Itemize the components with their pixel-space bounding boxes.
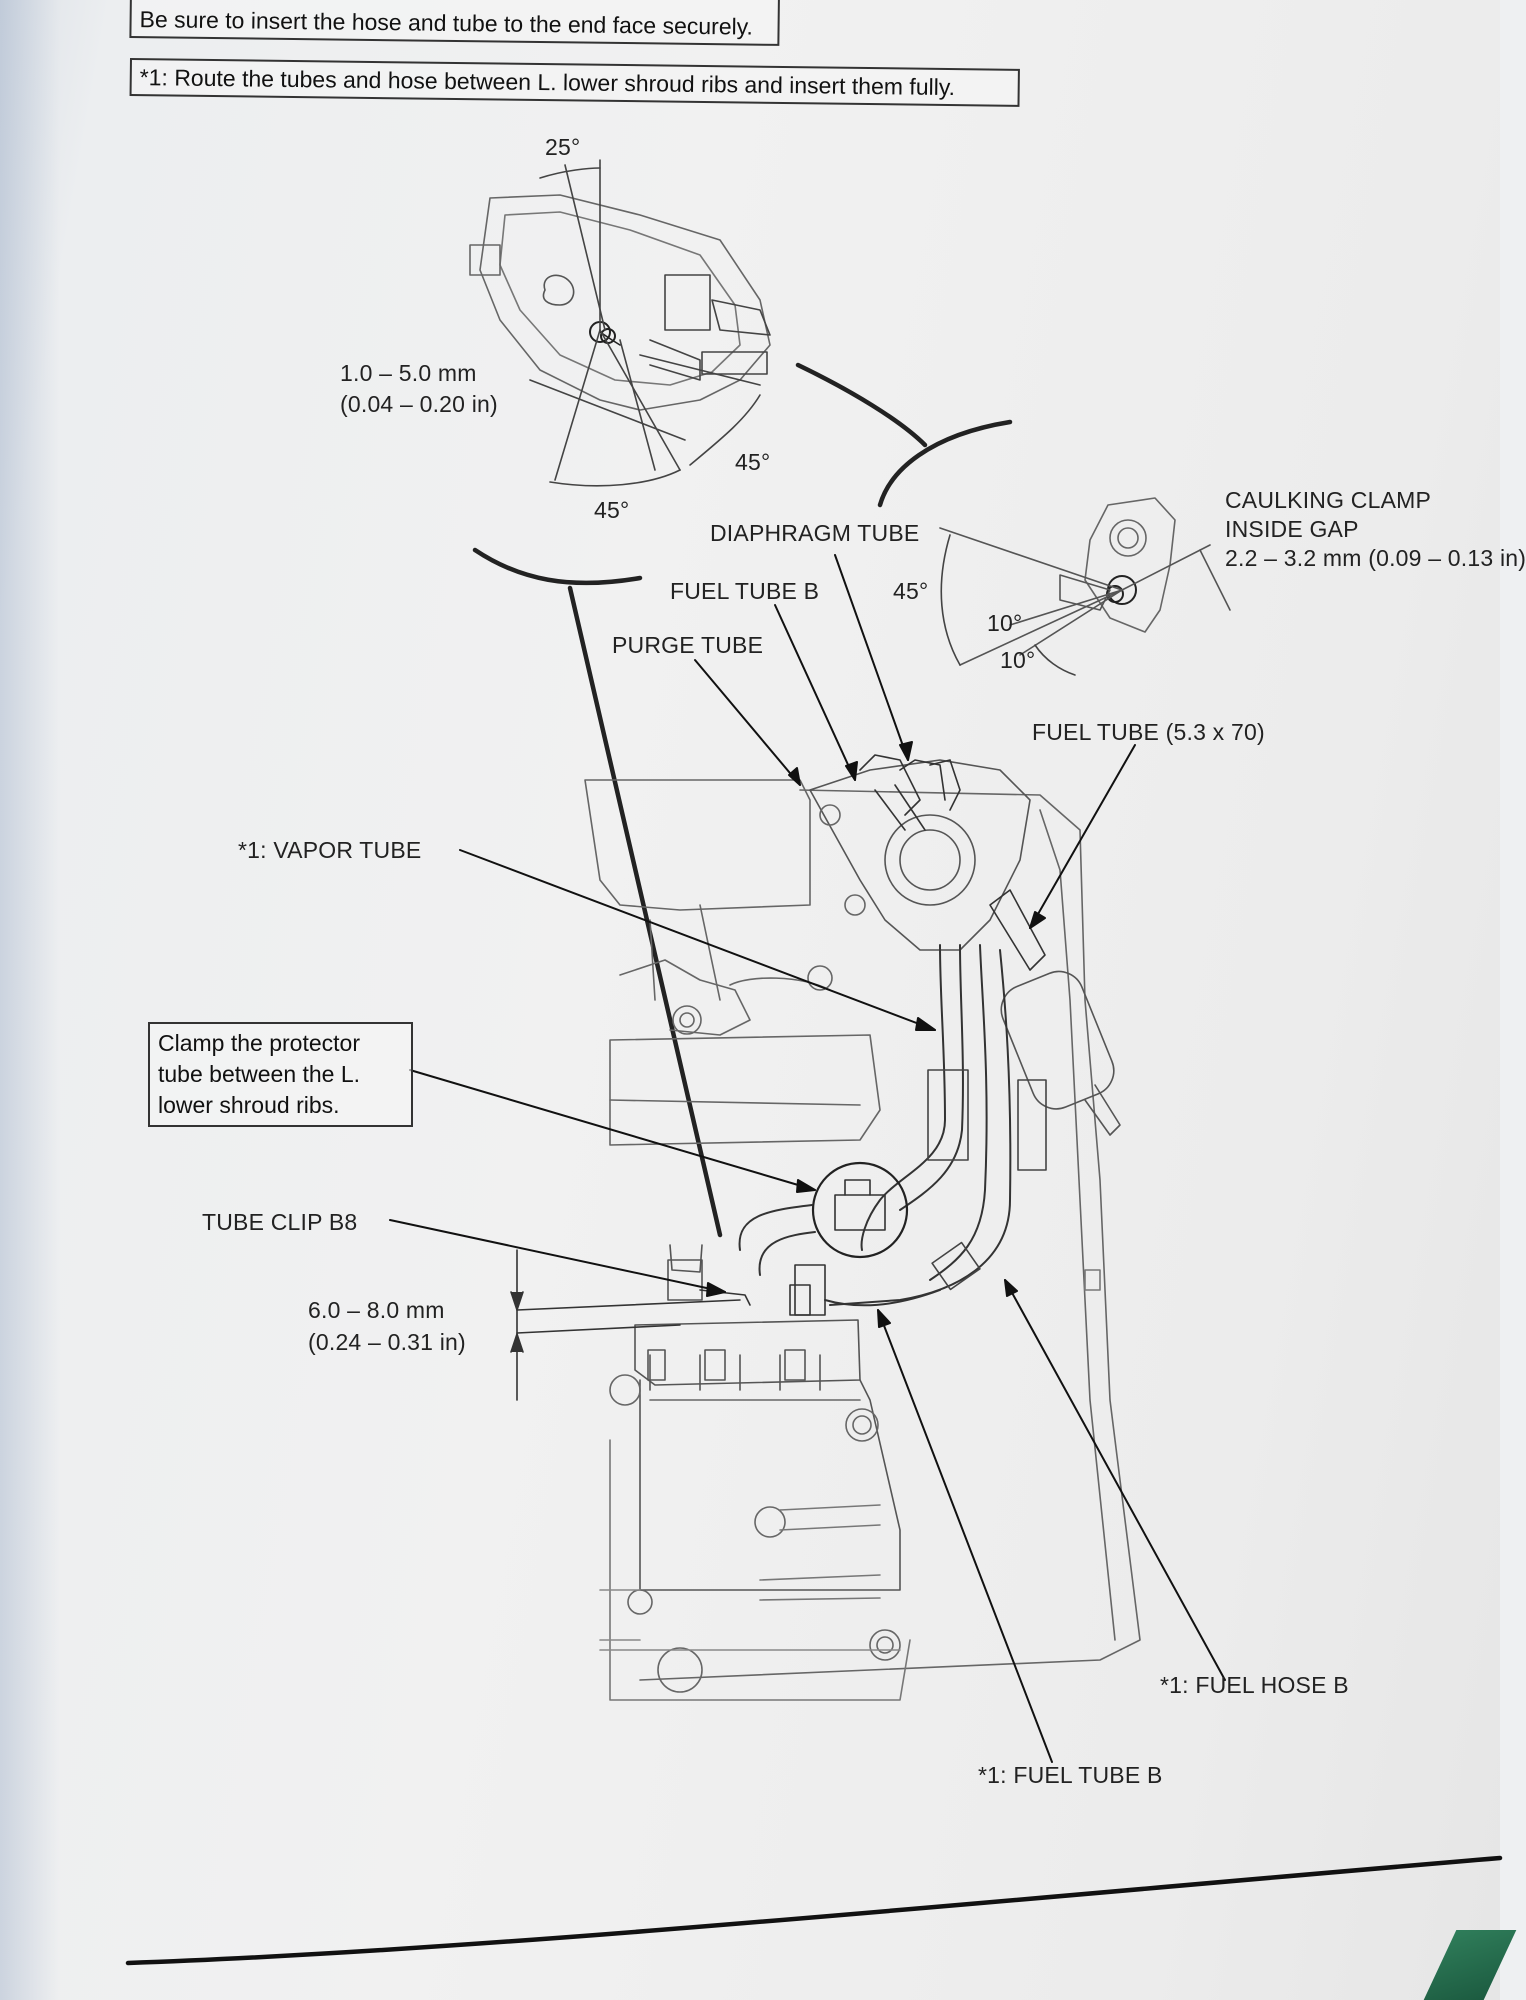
diaphragm-tube-label: DIAPHRAGM TUBE xyxy=(710,520,920,546)
gap-mm-label: 1.0 – 5.0 mm xyxy=(340,360,477,386)
purge-tube-label: PURGE TUBE xyxy=(612,632,764,658)
detail-b-drawing xyxy=(939,497,1231,676)
fuel-tube-b-bottom-label: *1: FUEL TUBE B xyxy=(978,1762,1163,1788)
detail-a-drawing xyxy=(469,159,771,487)
tube-clip-label: TUBE CLIP B8 xyxy=(202,1209,358,1235)
clamp-protector-note: Clamp the protector tube between the L. … xyxy=(148,1022,413,1127)
caulking-clamp-label: CAULKING CLAMP xyxy=(1225,487,1432,513)
fuel-tube-53-label: FUEL TUBE (5.3 x 70) xyxy=(1032,719,1265,745)
angle-10a-label: 10° xyxy=(987,610,1023,636)
inside-gap-label: INSIDE GAP xyxy=(1225,516,1359,542)
engine-drawing xyxy=(584,754,1141,1701)
leader-lines xyxy=(389,554,1226,1763)
gap-in-label: (0.04 – 0.20 in) xyxy=(340,391,498,417)
angle-10b-label: 10° xyxy=(1000,647,1036,673)
clip-in-label: (0.24 – 0.31 in) xyxy=(308,1329,466,1355)
page-shadow xyxy=(0,0,60,2000)
bottom-rule xyxy=(125,1855,1503,1966)
vapor-tube-label: *1: VAPOR TUBE xyxy=(238,837,422,863)
clip-mm-label: 6.0 – 8.0 mm xyxy=(308,1297,445,1323)
angle-25-label: 25° xyxy=(545,134,581,160)
angle-45-bottom-label: 45° xyxy=(594,497,630,523)
angle-45-right-label: 45° xyxy=(735,449,771,475)
fuel-tube-b-label: FUEL TUBE B xyxy=(670,578,820,604)
fuel-hose-b-label: *1: FUEL HOSE B xyxy=(1160,1672,1349,1698)
angle-45-b-label: 45° xyxy=(893,578,929,604)
caulking-gap-value: 2.2 – 3.2 mm (0.09 – 0.13 in) xyxy=(1225,545,1526,571)
clip-dimension xyxy=(510,1249,741,1401)
